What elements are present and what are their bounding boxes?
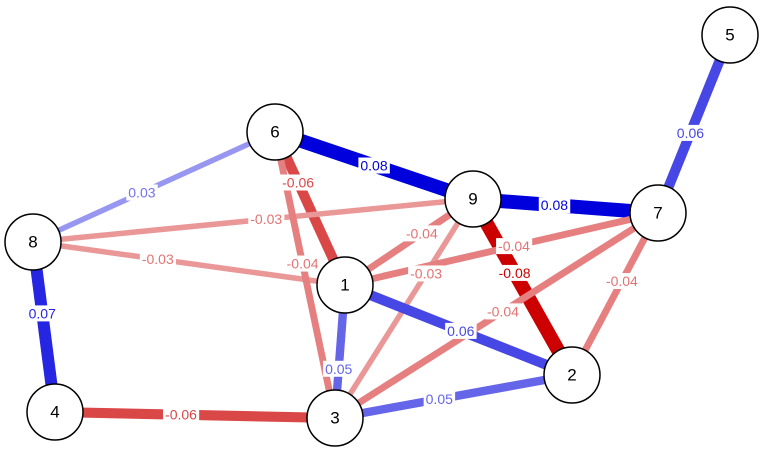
edge-label-bg-9-3 [408,265,445,282]
edge-label-text-9-3: -0.03 [410,265,442,281]
edge-label-text-5-7: 0.06 [677,125,704,141]
edge-label-text-9-7: 0.08 [541,197,568,213]
edge-label-6-1: -0.06 [280,174,317,191]
edge-label-8-6: 0.03 [126,184,158,201]
node-label-7: 7 [653,204,662,223]
edge-label-bg-7-3 [484,303,522,320]
edge-label-3-2: 0.05 [423,391,456,408]
node-9: 9 [444,170,502,228]
edge-label-text-1-2: 0.06 [447,323,474,339]
edge-label-9-7: 0.08 [538,197,571,214]
edge-label-bg-9-2 [496,264,533,281]
node-label-4: 4 [50,403,59,422]
edge-label-8-1: -0.03 [139,251,176,268]
edge-label-bg-9-1 [403,225,440,242]
edge-label-text-8-6: 0.03 [128,185,155,201]
node-label-6: 6 [270,123,279,142]
edge-label-7-3: -0.04 [484,303,522,320]
edge-label-8-9: -0.03 [248,211,285,228]
edge-label-9-3: -0.03 [408,265,445,282]
node-4: 4 [26,383,84,441]
edge-label-text-1-3: 0.05 [325,361,352,377]
node-label-3: 3 [330,409,339,428]
node-1: 1 [316,256,374,314]
edge-label-1-2: 0.06 [445,322,477,339]
node-circle-8 [4,213,62,271]
edge-label-5-7: 0.06 [674,124,707,141]
edge-label-6-3: -0.04 [284,255,321,272]
node-circle-7 [629,184,687,242]
edge-label-text-9-1: -0.04 [406,225,438,241]
edge-label-9-1: -0.04 [403,225,440,242]
node-3: 3 [306,389,364,447]
node-label-5: 5 [725,26,734,45]
edge-9-2 [466,195,579,379]
edge-label-text-7-2: -0.04 [606,273,638,289]
edges-layer [27,33,735,424]
edge-label-text-7-3: -0.04 [487,303,519,319]
edge-label-bg-8-6 [126,184,158,201]
edge-label-text-6-3: -0.04 [287,256,319,272]
node-5: 5 [701,6,759,64]
edge-label-bg-1-7 [496,238,533,255]
node-8: 8 [4,213,62,271]
node-circle-4 [26,383,84,441]
edge-label-1-7: -0.04 [496,238,533,255]
nodes-layer: 1 2 3 4 5 6 7 8 9 [4,6,759,447]
node-6: 6 [246,103,304,161]
edge-label-9-2: -0.08 [496,264,533,281]
edge-label-bg-8-9 [248,211,285,228]
edge-label-bg-8-4 [26,305,59,322]
node-label-9: 9 [468,190,477,209]
node-2: 2 [543,346,601,404]
edge-label-text-9-2: -0.08 [499,265,531,281]
edge-label-bg-6-3 [284,255,321,272]
node-circle-3 [306,389,364,447]
edge-label-text-6-1: -0.06 [282,174,314,190]
edge-label-bg-4-3 [163,406,200,423]
edge-label-text-1-7: -0.04 [498,238,530,254]
edge-labels-layer: 0.06 0.08 0.08 0.03 0.07 -0.06 -0.06 -0.03 -0.03… [26,124,707,423]
edge-label-text-3-2: 0.05 [426,391,453,407]
edge-label-bg-9-7 [538,197,571,214]
edge-label-bg-7-2 [603,273,641,290]
edge-label-bg-1-3 [323,360,355,377]
node-circle-2 [543,346,601,404]
edge-label-bg-6-1 [280,174,317,191]
edge-label-bg-8-1 [139,251,176,268]
node-label-8: 8 [28,233,37,252]
node-label-2: 2 [567,366,576,385]
edge-5-7 [653,33,735,215]
edge-label-bg-6-9 [358,157,390,174]
node-circle-5 [701,6,759,64]
edge-label-text-6-9: 0.08 [360,158,387,174]
edge-label-7-2: -0.04 [603,273,641,290]
edge-label-bg-5-7 [674,124,707,141]
node-7: 7 [629,184,687,242]
edge-label-1-3: 0.05 [323,360,355,377]
node-circle-1 [316,256,374,314]
edge-label-bg-1-2 [445,322,477,339]
edge-label-text-8-1: -0.03 [142,251,174,267]
edge-label-bg-3-2 [423,391,456,408]
edge-label-text-8-4: 0.07 [29,305,56,321]
edge-label-text-4-3: -0.06 [165,407,197,423]
edge-label-text-8-9: -0.03 [250,211,282,227]
edge-8-1 [32,239,346,288]
node-circle-6 [246,103,304,161]
edge-label-8-4: 0.07 [26,305,59,322]
node-circle-9 [444,170,502,228]
edge-7-2 [568,211,662,377]
node-label-1: 1 [340,276,349,295]
edge-label-4-3: -0.06 [163,406,200,423]
edge-label-6-9: 0.08 [358,157,390,174]
